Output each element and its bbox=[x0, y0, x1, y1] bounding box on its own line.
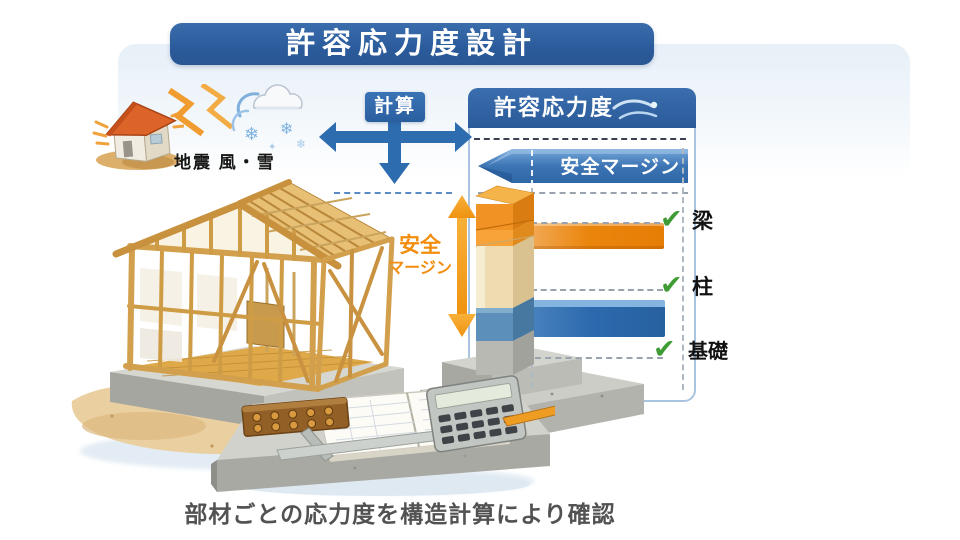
snowflake-glyph: ❄ bbox=[244, 124, 259, 144]
calculator-icon bbox=[425, 375, 527, 453]
svg-text:❄: ❄ bbox=[296, 137, 306, 151]
calc-arrows-icon bbox=[319, 122, 472, 184]
safety-margin-bar-label: 安全マージン bbox=[560, 157, 680, 178]
foundation-label: 基礎 bbox=[688, 341, 728, 363]
beam-check-icon: ✔ bbox=[660, 204, 683, 234]
safety-margin-note-line2: マージン bbox=[388, 260, 452, 277]
svg-text:❄: ❄ bbox=[280, 121, 293, 138]
guide-dash-top bbox=[478, 192, 688, 194]
header-divider-dash bbox=[474, 138, 686, 140]
caption: 部材ごとの応力度を構造計算により確認 bbox=[184, 501, 616, 527]
lightning-icon bbox=[168, 84, 234, 137]
snow-cloud-icon: ❄ ❄ ❄ ✦ bbox=[231, 84, 306, 153]
loads-label: 地震 風・雪 bbox=[174, 153, 276, 172]
abacus-icon bbox=[241, 396, 350, 437]
safety-margin-bar bbox=[478, 149, 688, 183]
pencil-icon bbox=[502, 405, 555, 427]
guide-dash-column bbox=[531, 289, 663, 291]
foundation-bar-highlight bbox=[481, 300, 665, 307]
foundation-check-icon: ✔ bbox=[653, 334, 676, 364]
panel-header: 許容応力度 bbox=[468, 88, 696, 128]
stress-level-dash bbox=[334, 192, 452, 194]
column-check-icon: ✔ bbox=[660, 270, 683, 300]
calc-box: 計算 bbox=[365, 92, 425, 122]
column-label: 柱 bbox=[692, 276, 713, 299]
guide-dash-vertical-on-bar bbox=[531, 150, 533, 186]
title-banner: 許容応力度設計 bbox=[170, 23, 654, 65]
wind-swirl-icon bbox=[612, 99, 658, 120]
safety-margin-note-line1: 安全 bbox=[399, 234, 441, 257]
stress-column bbox=[475, 185, 535, 375]
quake-house-icon bbox=[92, 101, 184, 170]
svg-text:✦: ✦ bbox=[268, 142, 276, 153]
safety-margin-note: 安全 マージン bbox=[382, 233, 458, 279]
beam-label: 梁 bbox=[692, 210, 713, 233]
guide-dash-foundation bbox=[535, 357, 663, 359]
guide-dash-beam bbox=[531, 222, 660, 224]
safety-margin-arrow bbox=[448, 195, 476, 337]
desk-slab-illustration bbox=[211, 375, 555, 496]
guide-dash-vertical-right bbox=[682, 148, 684, 390]
